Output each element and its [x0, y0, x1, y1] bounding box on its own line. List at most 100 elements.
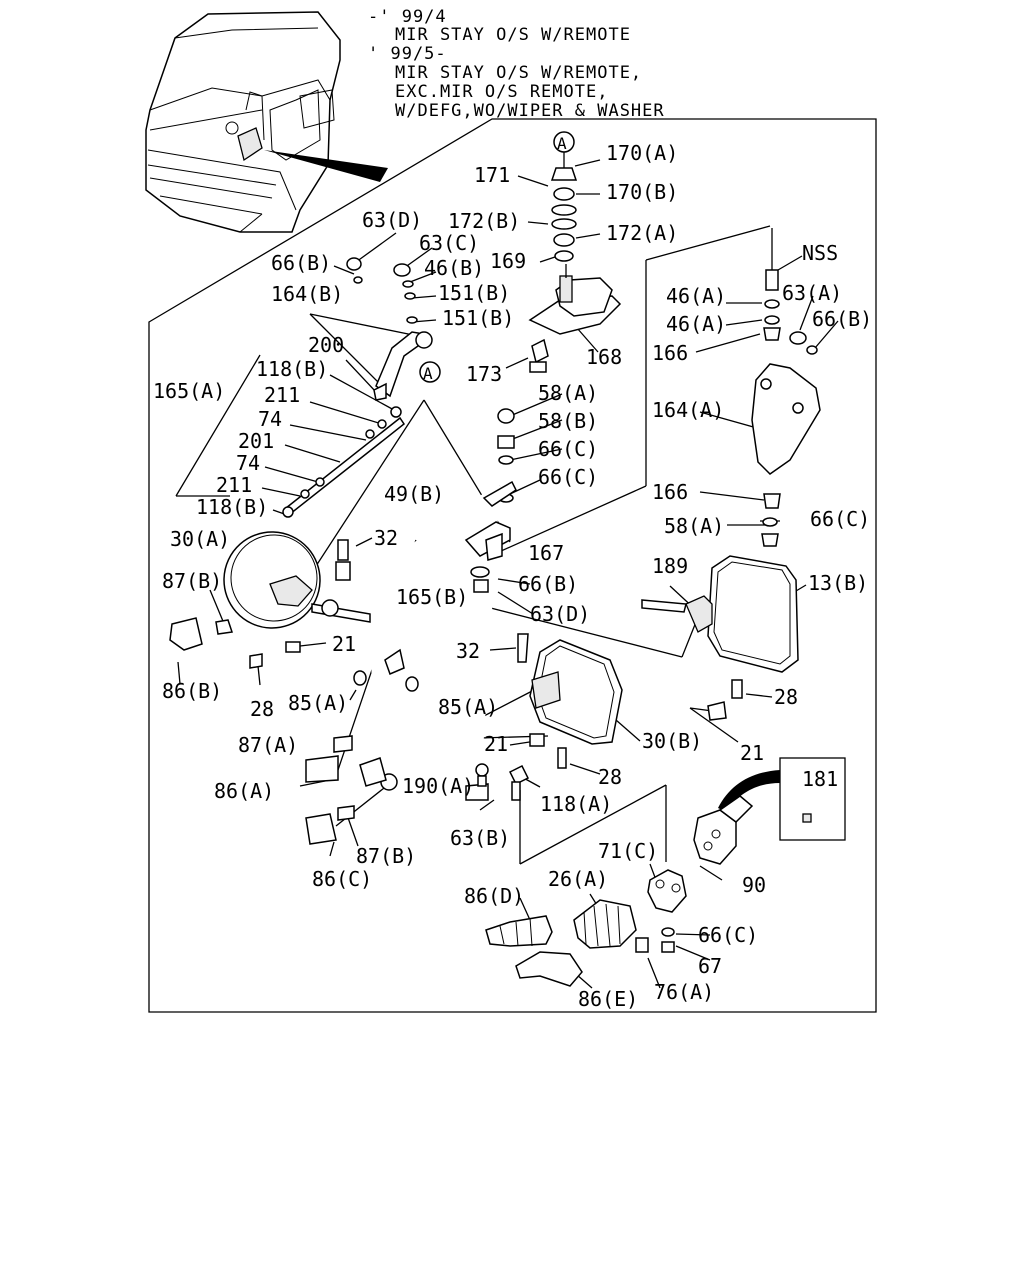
bracket-90 — [693, 795, 754, 865]
callout-21-center: 21 — [484, 732, 508, 756]
header-line-5: EXC.MIR O/S REMOTE, — [395, 82, 608, 102]
callout-173: 173 — [466, 362, 502, 386]
callout-63c: 63(C) — [419, 231, 479, 255]
callout-90: 90 — [742, 873, 766, 897]
callout-58a-right: 58(A) — [664, 514, 724, 538]
callout-32-top: 32 — [374, 526, 398, 550]
callout-58a-center: 58(A) — [538, 381, 598, 405]
callout-30a: 30(A) — [170, 527, 230, 551]
center-fastener-stack — [464, 408, 517, 593]
callout-46a-2: 46(A) — [666, 312, 726, 336]
stay-rod-assembly — [282, 406, 406, 518]
callout-26a: 26(A) — [548, 867, 608, 891]
callout-66c-2: 66(C) — [538, 465, 598, 489]
header-line-6: W/DEFG,WO/WIPER & WASHER — [395, 101, 665, 121]
callout-118b-top: 118(B) — [256, 357, 328, 381]
parts-frame — [148, 118, 877, 1013]
callout-165a: 165(A) — [153, 379, 225, 403]
callout-85a-right: 85(A) — [438, 695, 498, 719]
callout-71c: 71(C) — [598, 839, 658, 863]
callout-21-right: 21 — [740, 741, 764, 765]
ref-circle-bracket — [419, 361, 441, 383]
callout-46b: 46(B) — [424, 256, 484, 280]
callout-66b-right: 66(B) — [812, 307, 872, 331]
callout-164b: 164(B) — [271, 282, 343, 306]
callout-labels: 170(A) 171 170(B) 172(B) 172(A) 169 63(D… — [153, 141, 872, 1011]
callout-66b-top: 66(B) — [271, 251, 331, 275]
header-line-2: MIR STAY O/S W/REMOTE — [395, 25, 631, 45]
reference-markers: A A — [419, 131, 575, 383]
callout-86a: 86(A) — [214, 779, 274, 803]
callout-66c-bottom: 66(C) — [698, 923, 758, 947]
callout-76a: 76(A) — [654, 980, 714, 1004]
callout-168: 168 — [586, 345, 622, 369]
callout-87b-bottom: 87(B) — [356, 844, 416, 868]
callout-67: 67 — [698, 954, 722, 978]
misc-clips — [305, 670, 530, 845]
callout-172a: 172(A) — [606, 221, 678, 245]
callout-74-top: 74 — [258, 407, 282, 431]
callout-190a: 190(A) — [402, 774, 474, 798]
callout-166-bottom: 166 — [652, 480, 688, 504]
callout-63a: 63(A) — [782, 281, 842, 305]
inset-box — [779, 757, 846, 841]
callout-66c-1: 66(C) — [538, 437, 598, 461]
bracket-71c — [635, 869, 687, 953]
bracket-164a — [751, 228, 821, 547]
callout-151b-2: 151(B) — [442, 306, 514, 330]
callout-66c-right: 66(C) — [810, 507, 870, 531]
callout-58b: 58(B) — [538, 409, 598, 433]
callout-13b: 13(B) — [808, 571, 868, 595]
callout-167: 167 — [528, 541, 564, 565]
header-line-4: MIR STAY O/S W/REMOTE, — [395, 63, 642, 83]
callout-165b: 165(B) — [396, 585, 468, 609]
callout-118a: 118(A) — [540, 792, 612, 816]
callout-200: 200 — [308, 333, 344, 357]
callout-170b: 170(B) — [606, 180, 678, 204]
mirror-stay-pipe — [359, 482, 503, 802]
callout-46a-1: 46(A) — [666, 284, 726, 308]
boots-and-covers — [485, 899, 637, 987]
callout-66b-center: 66(B) — [518, 572, 578, 596]
mirror-13b — [641, 555, 799, 721]
callout-87a: 87(A) — [238, 733, 298, 757]
ref-label-bracket: A — [423, 364, 433, 383]
mirror-30b — [517, 633, 623, 769]
callout-74-bottom: 74 — [236, 451, 260, 475]
header-line-3: ' 99/5- — [368, 44, 447, 64]
callout-211-top: 211 — [264, 383, 300, 407]
callout-170a: 170(A) — [606, 141, 678, 165]
callout-21-left: 21 — [332, 632, 356, 656]
callout-189: 189 — [652, 554, 688, 578]
header-notes: -' 99/4 MIR STAY O/S W/REMOTE ' 99/5- MI… — [368, 7, 665, 121]
callout-151b-1: 151(B) — [438, 281, 510, 305]
callout-28-left: 28 — [250, 697, 274, 721]
callout-86d: 86(D) — [464, 884, 524, 908]
callout-171: 171 — [474, 163, 510, 187]
callout-85a-left: 85(A) — [288, 691, 348, 715]
remote-mirror-motor — [528, 264, 622, 373]
callout-86b: 86(B) — [162, 679, 222, 703]
callout-166-top: 166 — [652, 341, 688, 365]
callout-118b-bottom: 118(B) — [196, 495, 268, 519]
callout-211-bottom: 211 — [216, 473, 252, 497]
callout-30b: 30(B) — [642, 729, 702, 753]
callout-172b: 172(B) — [448, 209, 520, 233]
callout-87b-left: 87(B) — [162, 569, 222, 593]
callout-32-center: 32 — [456, 639, 480, 663]
callout-63d-top: 63(D) — [362, 208, 422, 232]
inset-clip — [802, 813, 812, 823]
callout-63b: 63(B) — [450, 826, 510, 850]
bracket-164b — [346, 257, 433, 401]
callout-201: 201 — [238, 429, 274, 453]
callout-63d-center: 63(D) — [530, 602, 590, 626]
callout-169: 169 — [490, 249, 526, 273]
callout-28-right: 28 — [774, 685, 798, 709]
callout-86e: 86(E) — [578, 987, 638, 1011]
mirror-30a — [169, 531, 371, 669]
ref-label-top: A — [557, 134, 567, 153]
truck-cab-illustration — [145, 11, 388, 233]
callout-86c: 86(C) — [312, 867, 372, 891]
callout-181: 181 — [802, 767, 838, 791]
